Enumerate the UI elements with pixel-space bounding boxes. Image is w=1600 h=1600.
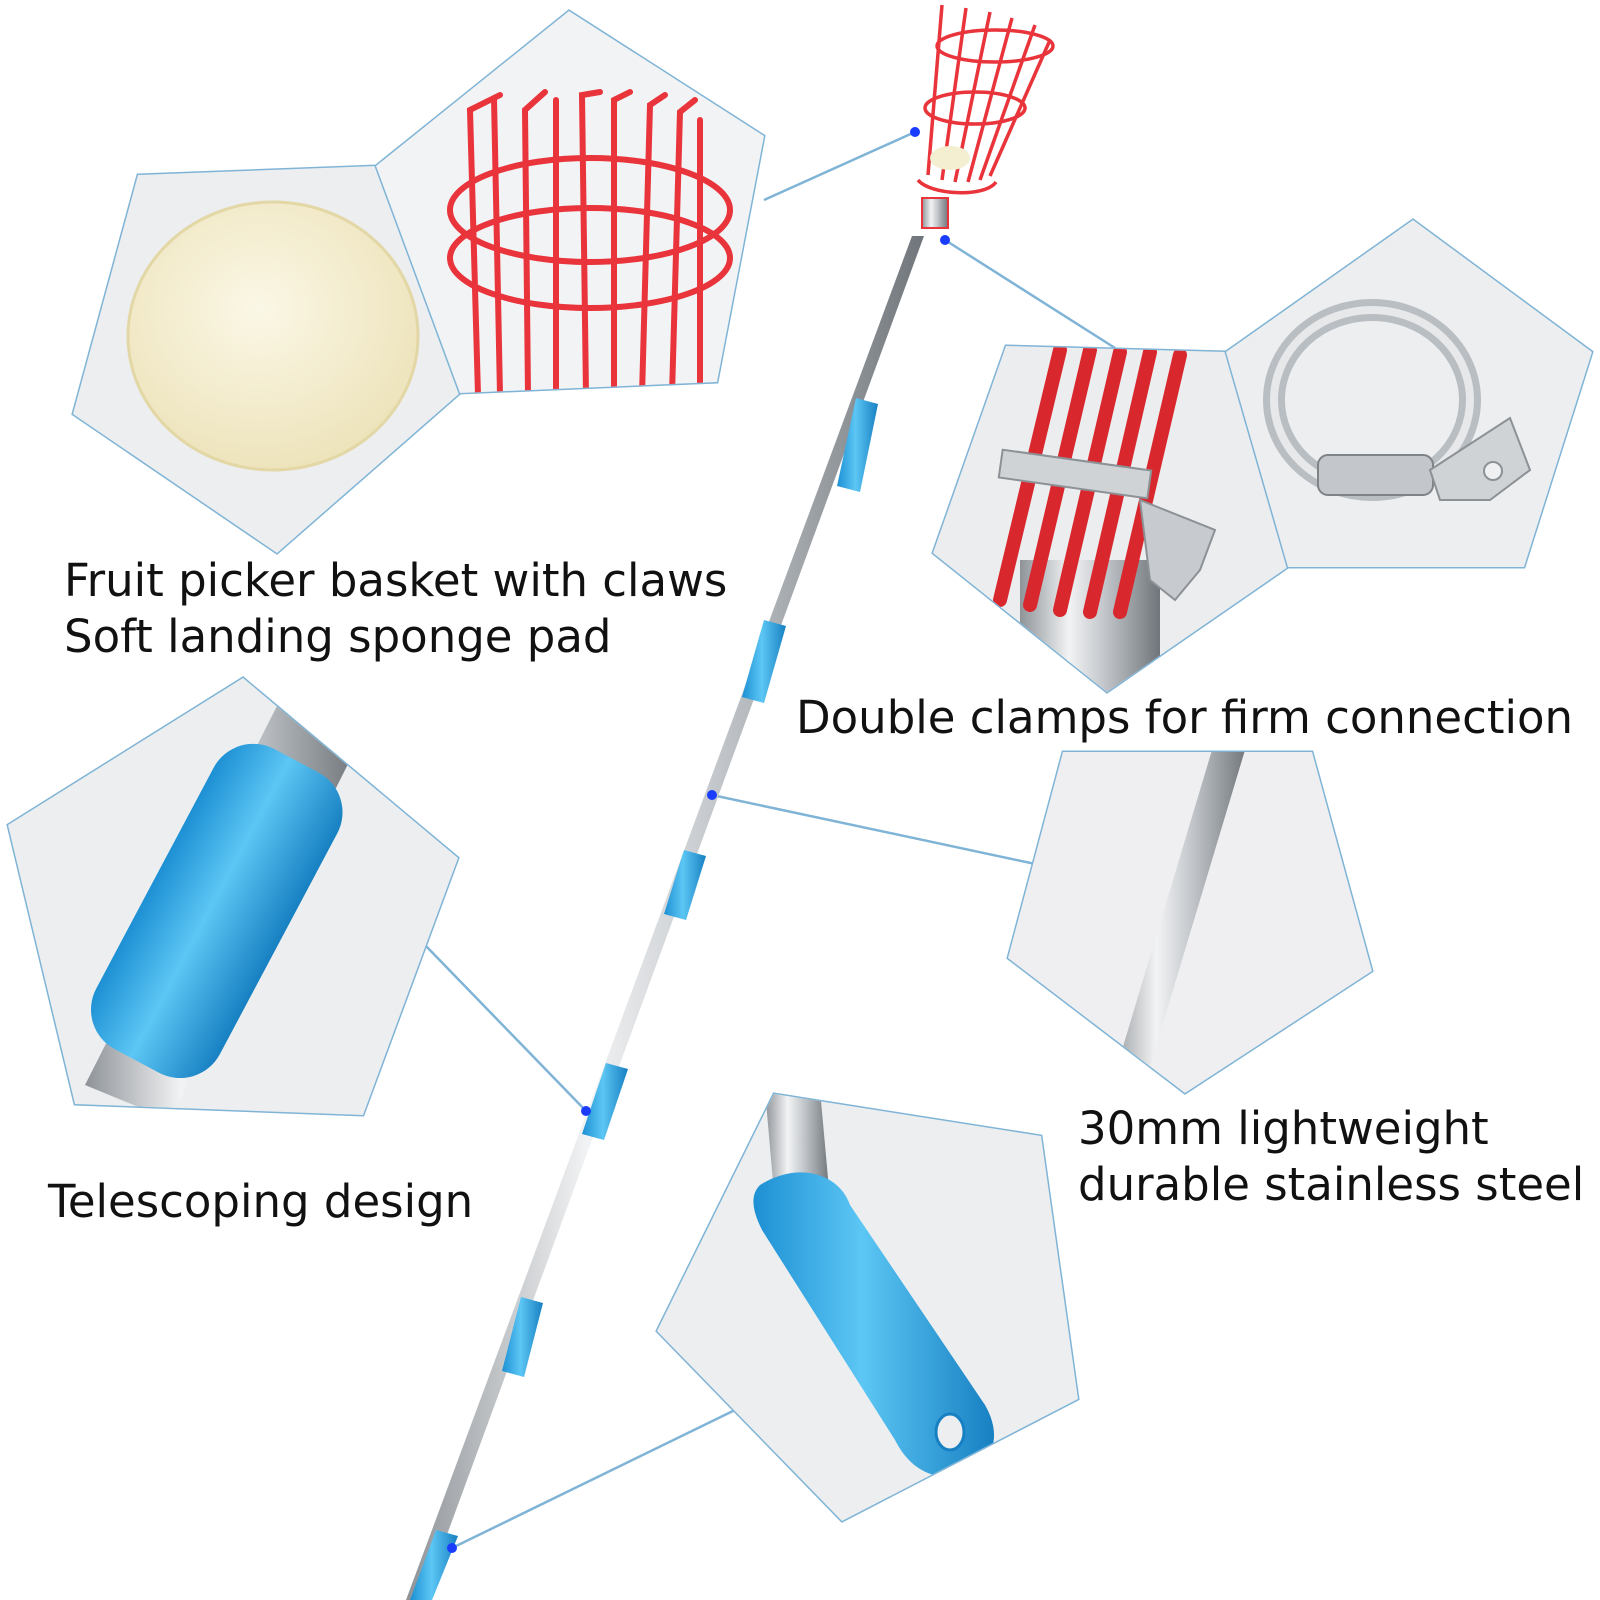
pole-sleeve <box>837 398 878 492</box>
pole-sleeve <box>582 1063 628 1140</box>
joint-sleeve-icon <box>8 678 458 1115</box>
hose-clamp-icon <box>1226 220 1592 567</box>
pole-icon <box>1008 752 1372 1093</box>
clamps-caption-text: Double clamps for firm connection <box>796 691 1574 744</box>
fruit-picker-pole <box>406 4 1055 1600</box>
handle-grip-panel <box>655 1092 1080 1523</box>
steel-caption-line2: durable stainless steel <box>1078 1158 1585 1211</box>
telescope-caption-text: Telescoping design <box>48 1175 474 1228</box>
basket-caption-line2: Soft landing sponge pad <box>64 610 612 663</box>
pole-sleeve <box>664 850 706 920</box>
basket-caption-line1: Fruit picker basket with claws <box>64 554 728 607</box>
basket-caption: Fruit picker basket with claws Soft land… <box>64 553 727 665</box>
handle-grip-icon <box>657 1094 1078 1521</box>
clamps-caption: Double clamps for firm connection <box>796 690 1573 746</box>
pole-sleeve <box>502 1297 543 1377</box>
steel-caption: 30mm lightweight durable stainless steel <box>1078 1101 1584 1213</box>
hose-clamp-panel <box>1224 218 1594 569</box>
sponge-pad-icon <box>126 200 420 472</box>
connector-lines <box>424 130 1116 1550</box>
stainless-pole-panel <box>1006 750 1374 1095</box>
telescope-caption: Telescoping design <box>48 1174 473 1230</box>
steel-caption-line1: 30mm lightweight <box>1078 1102 1489 1155</box>
telescoping-joint-panel <box>6 676 460 1117</box>
pole-sleeve <box>742 620 786 703</box>
pole-grip-end <box>410 1530 458 1600</box>
